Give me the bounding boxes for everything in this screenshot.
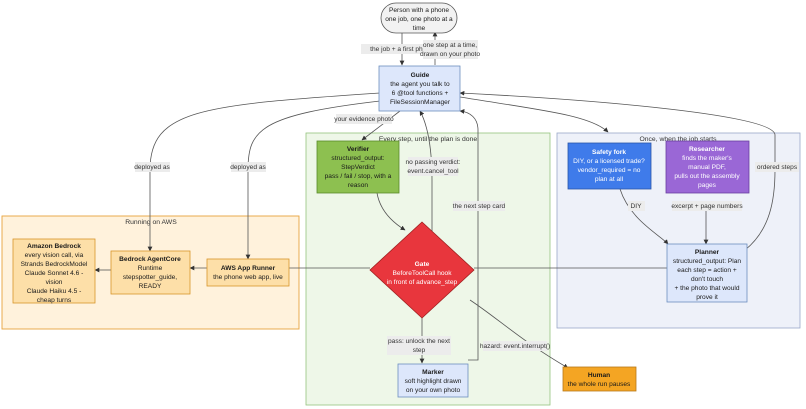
label-evidence: your evidence photo bbox=[334, 116, 394, 123]
svg-text:the whole run pauses: the whole run pauses bbox=[568, 381, 631, 388]
node-guide: Guide the agent you talk to 6 @tool func… bbox=[378, 65, 461, 112]
svg-text:pages: pages bbox=[698, 182, 717, 189]
svg-text:Person with a phone: Person with a phone bbox=[389, 7, 449, 14]
svg-text:Guide: Guide bbox=[411, 72, 430, 79]
edges bbox=[94, 31, 776, 369]
edge-planner-guide bbox=[459, 90, 776, 251]
svg-text:stepspotter_guide,: stepspotter_guide, bbox=[123, 274, 177, 281]
svg-text:Researcher: Researcher bbox=[689, 146, 725, 153]
svg-text:each step = action +: each step = action + bbox=[677, 267, 737, 274]
svg-text:READY: READY bbox=[139, 283, 162, 290]
node-gate: Gate BeforeToolCall hook in front of adv… bbox=[369, 221, 475, 319]
svg-text:don't touch: don't touch bbox=[691, 276, 723, 283]
edge-guide-agentcore bbox=[147, 92, 381, 252]
node-human: Human the whole run pauses bbox=[562, 366, 637, 392]
cluster-every-step-label: Every step, until the plan is done bbox=[379, 136, 477, 143]
svg-text:manual PDF,: manual PDF, bbox=[688, 164, 726, 171]
svg-text:one job, one photo at a: one job, one photo at a bbox=[385, 16, 453, 23]
svg-text:6 @tool functions +: 6 @tool functions + bbox=[392, 90, 449, 97]
node-researcher: Researcher finds the maker's manual PDF,… bbox=[665, 140, 750, 194]
svg-text:Human: Human bbox=[588, 372, 610, 379]
svg-text:every vision call, via: every vision call, via bbox=[25, 252, 84, 259]
svg-text:Gate: Gate bbox=[415, 261, 430, 268]
svg-text:Marker: Marker bbox=[422, 369, 444, 376]
edge-guide-safety bbox=[459, 96, 609, 133]
label-pass-1: pass: unlock the next bbox=[388, 338, 450, 345]
svg-text:in front of advance_step: in front of advance_step bbox=[387, 279, 458, 286]
edge-labels: the job + a first photo one step at a ti… bbox=[134, 40, 799, 355]
svg-text:vision: vision bbox=[46, 279, 63, 286]
svg-text:soft highlight drawn: soft highlight drawn bbox=[405, 378, 462, 385]
svg-text:Claude Sonnet 4.6 -: Claude Sonnet 4.6 - bbox=[25, 270, 84, 277]
edge-marker-guide bbox=[459, 109, 479, 361]
svg-text:FileSessionManager: FileSessionManager bbox=[390, 99, 451, 106]
node-planner: Planner structured_output: Plan each ste… bbox=[666, 243, 748, 303]
node-app-runner: AWS App Runner the phone web app, live bbox=[206, 258, 290, 287]
edge-guide-verifier bbox=[361, 110, 401, 141]
svg-text:reason: reason bbox=[348, 182, 368, 189]
svg-text:time: time bbox=[413, 25, 426, 32]
svg-text:Verifier: Verifier bbox=[347, 146, 370, 153]
node-verifier: Verifier structured_output: StepVerdict … bbox=[316, 140, 400, 194]
svg-text:DIY, or a licensed trade?: DIY, or a licensed trade? bbox=[573, 158, 645, 165]
label-next-card: the next step card bbox=[453, 203, 506, 210]
svg-text:plan at all: plan at all bbox=[595, 176, 624, 183]
svg-text:cheap turns: cheap turns bbox=[37, 297, 72, 304]
svg-text:structured_output:: structured_output: bbox=[331, 155, 384, 162]
label-job-first-photo: the job + a first photo bbox=[370, 46, 432, 53]
label-pass-2: step bbox=[413, 347, 426, 354]
svg-text:Safety fork: Safety fork bbox=[592, 149, 626, 156]
edge-verifier-gate bbox=[376, 192, 406, 231]
node-agentcore: Bedrock AgentCore Runtime stepspotter_gu… bbox=[110, 250, 191, 295]
svg-text:Runtime: Runtime bbox=[138, 265, 163, 272]
label-deployed-2: deployed as bbox=[230, 164, 266, 171]
svg-text:Claude Haiku 4.5 -: Claude Haiku 4.5 - bbox=[27, 288, 82, 295]
svg-text:Amazon Bedrock: Amazon Bedrock bbox=[27, 243, 81, 250]
label-deployed-1: deployed as bbox=[134, 164, 170, 171]
svg-text:+ the photo that would: + the photo that would bbox=[674, 285, 739, 292]
svg-text:pulls out the assembly: pulls out the assembly bbox=[674, 173, 740, 180]
node-marker: Marker soft highlight drawn on your own … bbox=[397, 363, 469, 398]
svg-text:pass / fail / stop, with a: pass / fail / stop, with a bbox=[325, 173, 392, 180]
label-excerpt: excerpt + page numbers bbox=[671, 203, 743, 210]
svg-text:vendor_required = no: vendor_required = no bbox=[578, 167, 641, 174]
svg-text:prove it: prove it bbox=[696, 294, 718, 301]
node-safety-fork: Safety fork DIY, or a licensed trade? ve… bbox=[567, 142, 652, 190]
svg-text:Bedrock AgentCore: Bedrock AgentCore bbox=[119, 256, 181, 263]
svg-text:Strands BedrockModel: Strands BedrockModel bbox=[21, 261, 88, 268]
svg-text:the agent you talk to: the agent you talk to bbox=[390, 81, 450, 88]
svg-text:BeforeToolCall hook: BeforeToolCall hook bbox=[392, 270, 452, 277]
svg-text:on your own photo: on your own photo bbox=[406, 387, 461, 394]
label-diy: DIY bbox=[631, 203, 643, 210]
svg-text:the phone web app, live: the phone web app, live bbox=[213, 274, 283, 281]
cluster-aws-label: Running on AWS bbox=[125, 219, 177, 226]
node-amazon-bedrock: Amazon Bedrock every vision call, via St… bbox=[12, 238, 96, 304]
label-one-step-2: drawn on your photo bbox=[420, 51, 480, 58]
edge-gate-guide bbox=[419, 110, 433, 232]
edge-safety-planner bbox=[619, 188, 669, 245]
svg-text:finds the maker's: finds the maker's bbox=[682, 155, 732, 162]
svg-text:StepVerdict: StepVerdict bbox=[341, 164, 375, 171]
svg-text:AWS App Runner: AWS App Runner bbox=[221, 265, 276, 272]
label-no-pass-2: event.cancel_tool bbox=[407, 168, 459, 175]
svg-text:structured_output: Plan: structured_output: Plan bbox=[673, 258, 742, 265]
label-hazard: hazard: event.interrupt() bbox=[480, 343, 550, 350]
svg-text:Planner: Planner bbox=[695, 249, 720, 256]
node-person: Person with a phone one job, one photo a… bbox=[380, 2, 458, 34]
cluster-once-label: Once, when the job starts bbox=[639, 136, 717, 143]
label-one-step-1: one step at a time, bbox=[423, 42, 477, 49]
edge-gate-human bbox=[469, 299, 569, 369]
label-ordered: ordered steps bbox=[757, 164, 798, 171]
label-no-pass-1: no passing verdict: bbox=[406, 159, 461, 166]
